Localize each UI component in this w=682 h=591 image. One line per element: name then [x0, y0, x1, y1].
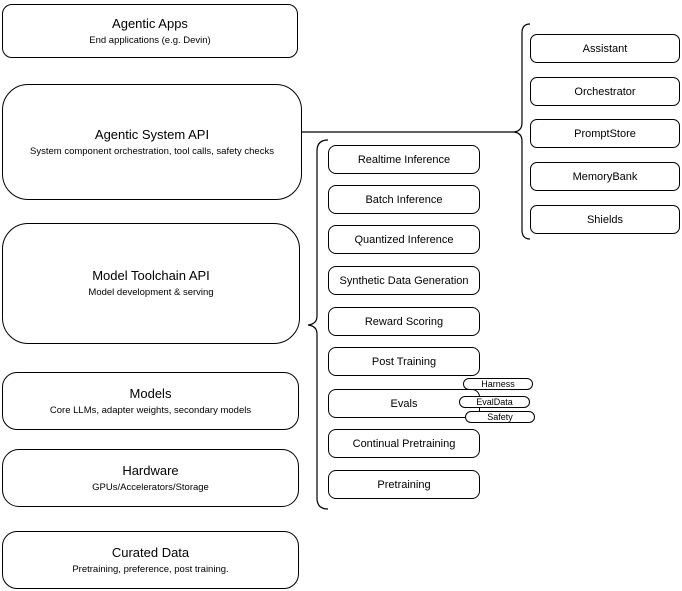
box-label: Synthetic Data Generation: [339, 274, 469, 287]
box-quantized-inference: Quantized Inference: [328, 225, 480, 254]
box-title: Curated Data: [111, 544, 190, 560]
box-batch-inference: Batch Inference: [328, 185, 480, 214]
tag-safety: Safety: [465, 411, 535, 423]
box-title: Models: [129, 385, 172, 401]
box-curated-data: Curated Data Pretraining, preference, po…: [2, 531, 299, 589]
box-synthetic-data-generation: Synthetic Data Generation: [328, 266, 480, 295]
box-hardware: Hardware GPUs/Accelerators/Storage: [2, 449, 299, 507]
box-subtitle: System component orchestration, tool cal…: [30, 145, 274, 157]
box-assistant: Assistant: [530, 34, 680, 63]
box-label: Post Training: [371, 355, 437, 368]
box-title: Hardware: [122, 462, 179, 478]
box-subtitle: End applications (e.g. Devin): [89, 34, 211, 46]
box-subtitle: GPUs/Accelerators/Storage: [92, 481, 209, 493]
box-label: Realtime Inference: [357, 153, 451, 166]
tag-label: Safety: [487, 412, 513, 422]
box-agentic-apps: Agentic Apps End applications (e.g. Devi…: [2, 4, 298, 58]
box-pretraining: Pretraining: [328, 470, 480, 499]
box-reward-scoring: Reward Scoring: [328, 307, 480, 336]
curly-brace-toolchain: [307, 139, 329, 510]
curly-brace-system: [513, 23, 531, 240]
box-title: Model Toolchain API: [92, 268, 210, 283]
tag-label: EvalData: [476, 397, 513, 407]
box-label: Pretraining: [377, 478, 431, 491]
box-orchestrator: Orchestrator: [530, 77, 680, 106]
tag-harness: Harness: [463, 378, 533, 390]
box-shields: Shields: [530, 205, 680, 234]
box-agentic-system-api: Agentic System API System component orch…: [2, 84, 302, 200]
box-label: PromptStore: [574, 127, 636, 140]
box-label: Orchestrator: [574, 85, 636, 98]
box-title: Agentic Apps: [112, 15, 188, 31]
box-model-toolchain-api: Model Toolchain API Model development & …: [2, 223, 300, 344]
box-realtime-inference: Realtime Inference: [328, 145, 480, 174]
box-post-training: Post Training: [328, 347, 480, 376]
box-subtitle: Core LLMs, adapter weights, secondary mo…: [49, 404, 252, 416]
tag-label: Harness: [481, 379, 515, 389]
box-label: Batch Inference: [365, 193, 443, 206]
box-memorybank: MemoryBank: [530, 162, 680, 191]
box-evals: Evals: [328, 389, 480, 418]
box-subtitle: Model development & serving: [88, 287, 214, 298]
box-title: Agentic System API: [94, 126, 210, 142]
box-label: Shields: [586, 213, 624, 226]
box-label: Reward Scoring: [364, 315, 444, 328]
tag-evaldata: EvalData: [459, 396, 530, 408]
box-subtitle: Pretraining, preference, post training.: [72, 563, 229, 575]
box-label: Continual Pretraining: [352, 437, 456, 450]
box-continual-pretraining: Continual Pretraining: [328, 429, 480, 458]
box-label: Quantized Inference: [354, 233, 454, 246]
box-label: MemoryBank: [572, 170, 638, 183]
box-label: Assistant: [582, 42, 628, 55]
box-models: Models Core LLMs, adapter weights, secon…: [2, 372, 299, 430]
box-promptstore: PromptStore: [530, 119, 680, 148]
box-label: Evals: [390, 397, 418, 410]
